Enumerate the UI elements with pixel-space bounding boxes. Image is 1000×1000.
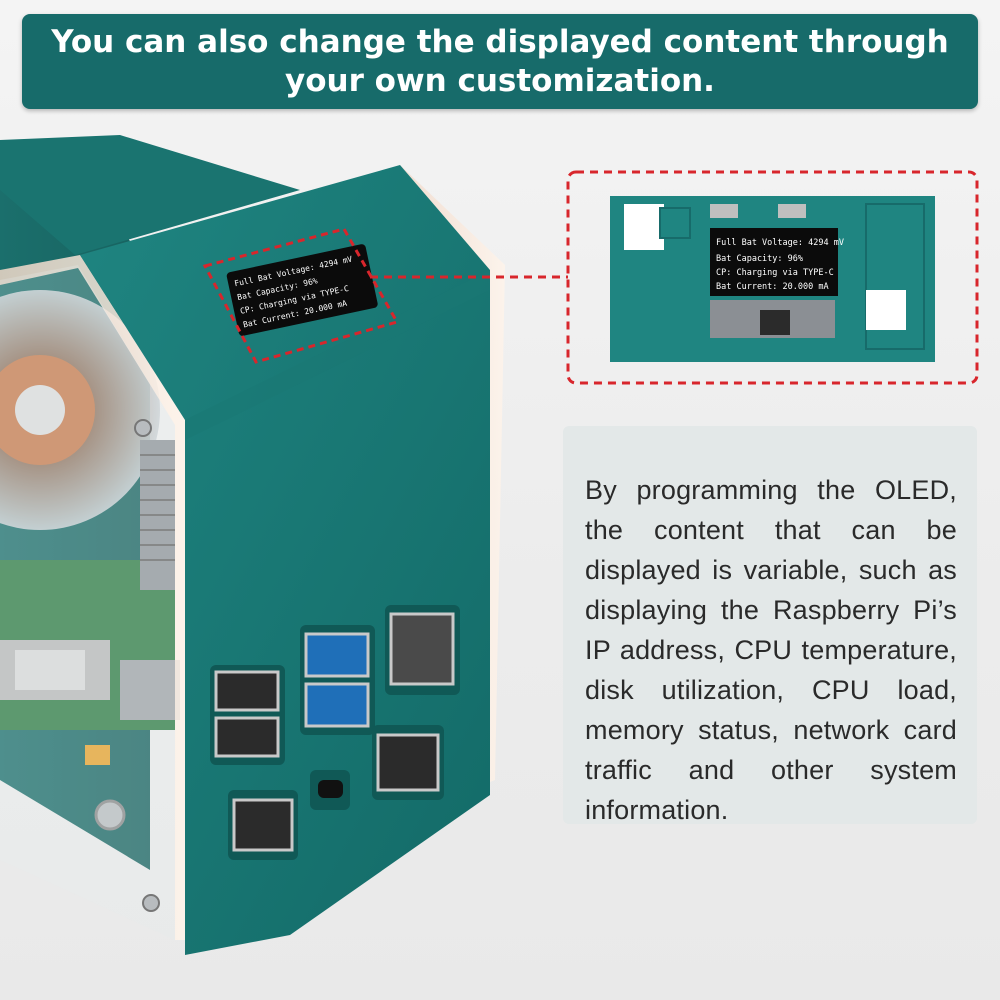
- inset-highlight-frame: [566, 170, 979, 385]
- inset-oled-line3: CP: Charging via TYPE-C: [716, 268, 834, 278]
- inset-oled-line4: Bat Current: 20.000 mA: [716, 282, 829, 292]
- inset-oled-line1: Full Bat Voltage: 4294 mV: [716, 238, 844, 248]
- usb-ports: [214, 612, 455, 852]
- cooling-fan: [0, 290, 175, 590]
- description-panel: By programming the OLED, the content tha…: [563, 426, 977, 825]
- description-text: By programming the OLED, the content tha…: [585, 475, 957, 825]
- header-banner: You can also change the displayed conten…: [22, 14, 978, 109]
- inset-oled-line2: Bat Capacity: 96%: [716, 254, 803, 264]
- banner-title: You can also change the displayed conten…: [51, 23, 949, 99]
- raspberry-pi-board: [0, 560, 180, 831]
- inset-oled-board: Full Bat Voltage: 4294 mV Bat Capacity: …: [610, 196, 935, 362]
- oled-highlight-frame: [202, 227, 400, 364]
